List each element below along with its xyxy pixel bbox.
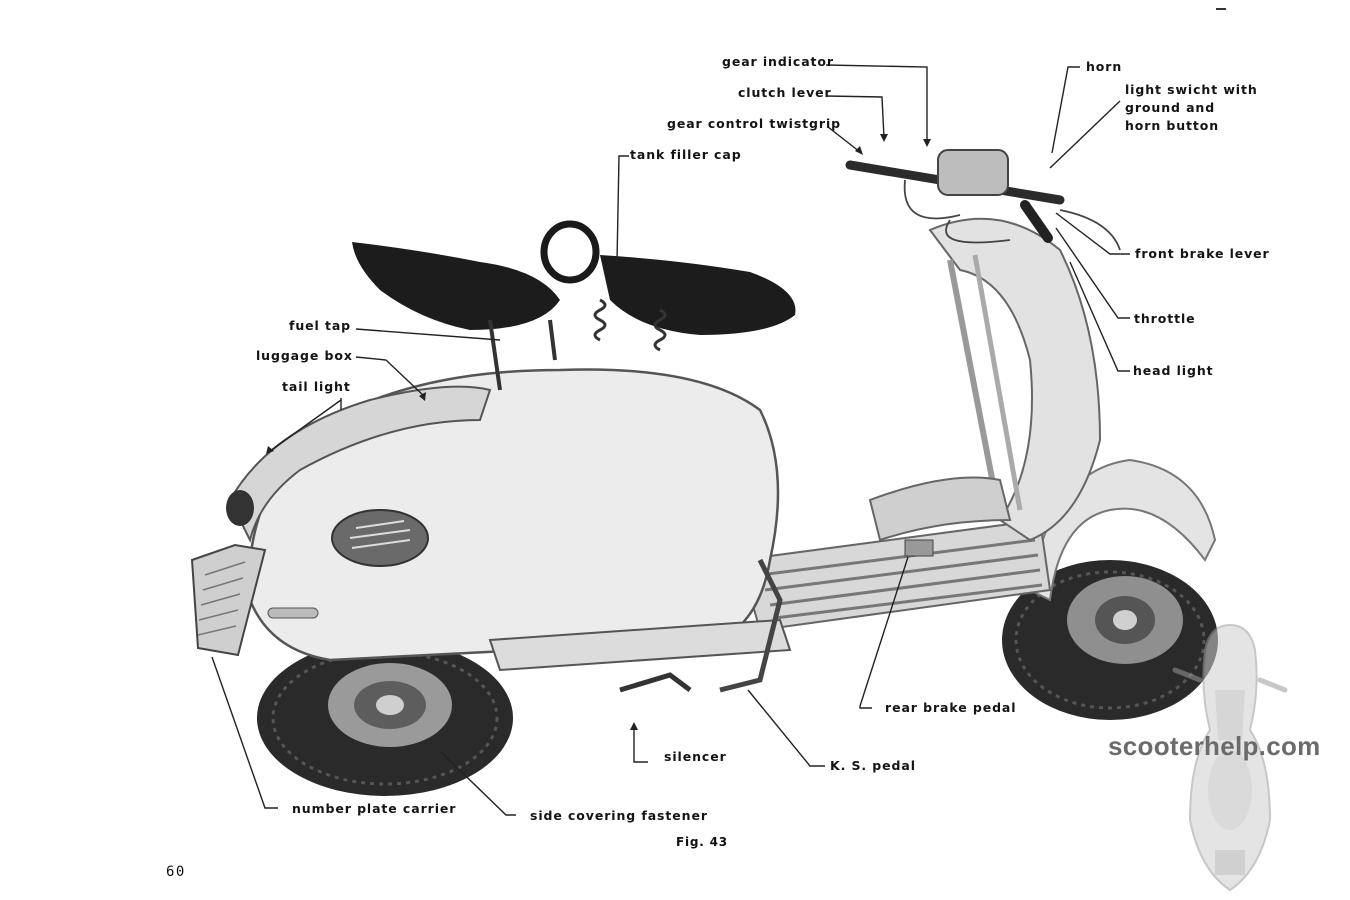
watermark-text: scooterhelp.com	[1108, 731, 1321, 761]
watermark-scooter-icon	[1172, 623, 1288, 892]
label-head-light: head light	[1133, 363, 1214, 378]
label-ks-pedal: K. S. pedal	[830, 758, 916, 773]
label-side-covering-fastener: side covering fastener	[530, 808, 708, 823]
front-wheel	[1002, 560, 1218, 720]
leader-lines	[211, 64, 1130, 816]
label-light-switch-2: ground and	[1125, 100, 1216, 115]
label-fuel-tap: fuel tap	[289, 318, 352, 333]
label-light-switch-3: horn button	[1125, 118, 1220, 133]
rear-wheel	[257, 640, 513, 796]
page-number: 60	[166, 864, 186, 880]
label-number-plate-carrier: number plate carrier	[292, 801, 457, 816]
label-front-brake-lever: front brake lever	[1135, 246, 1270, 261]
label-throttle: throttle	[1134, 311, 1196, 326]
scooter-illustration	[190, 149, 1218, 796]
label-gear-indicator: gear indicator	[722, 54, 834, 69]
figure-caption: Fig. 43	[676, 835, 728, 849]
label-tail-light: tail light	[282, 379, 351, 394]
label-luggage-box: luggage box	[256, 348, 353, 363]
label-gear-control-twistgrip: gear control twistgrip	[667, 116, 842, 131]
label-clutch-lever: clutch lever	[738, 85, 832, 100]
label-horn: horn	[1086, 59, 1123, 74]
leader-arrowheads	[266, 134, 931, 730]
corner-mark	[1216, 8, 1226, 10]
label-light-switch-1: light swicht with	[1125, 82, 1258, 97]
label-rear-brake-pedal: rear brake pedal	[885, 700, 1017, 715]
label-tank-filler-cap: tank filler cap	[630, 147, 742, 162]
label-silencer: silencer	[664, 749, 727, 764]
